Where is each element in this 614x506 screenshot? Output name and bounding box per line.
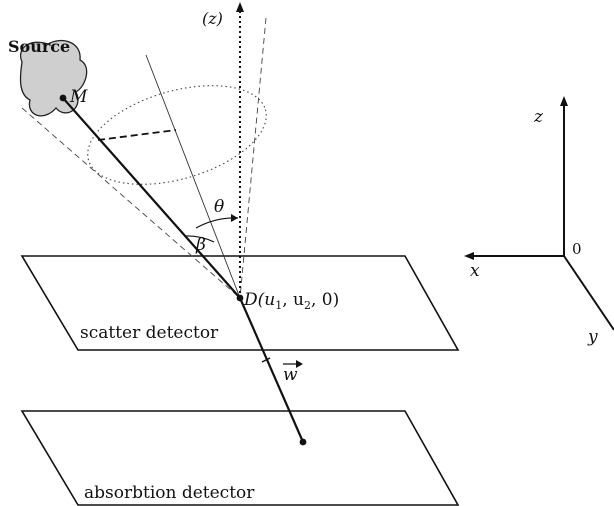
point-d xyxy=(236,294,244,302)
axis-x-label: x xyxy=(470,261,480,281)
point-m xyxy=(59,94,67,102)
source-label: Source xyxy=(8,37,70,56)
w-vector-arrowhead xyxy=(296,360,303,368)
axis-y-label: y xyxy=(587,327,598,347)
cone-radius-dashed xyxy=(97,129,177,141)
scatter-detector-label: scatter detector xyxy=(80,323,219,343)
absorption-detector-label: absorbtion detector xyxy=(84,483,255,503)
incident-ray xyxy=(62,97,241,299)
scattered-ray xyxy=(238,297,305,443)
theta-arrowhead xyxy=(231,214,238,222)
axis-z-label: z xyxy=(533,107,544,127)
beta-label: β xyxy=(195,235,206,255)
absorption-point xyxy=(299,438,307,446)
z-dotted-label: (z) xyxy=(202,9,223,28)
point-d-mid: , u xyxy=(282,290,304,310)
point-d-label-main: D(u xyxy=(243,290,275,310)
axis-x-arrowhead xyxy=(464,252,474,260)
absorption-detector-plane xyxy=(20,410,460,506)
theta-label: θ xyxy=(214,197,224,217)
point-d-end: , 0) xyxy=(311,290,339,310)
z-dotted-arrowhead xyxy=(236,2,244,12)
cone-axis-line xyxy=(145,54,241,299)
source-blob xyxy=(19,39,88,117)
point-d-sub1: 1 xyxy=(275,299,282,312)
beta-arc xyxy=(184,235,215,243)
cone-edge-right xyxy=(239,17,267,299)
axis-z-arrowhead xyxy=(560,96,568,106)
scatter-detector-plane xyxy=(20,255,460,351)
cone-edge-left xyxy=(21,107,241,299)
point-d-sub2: 2 xyxy=(304,299,311,312)
w-vector-label: w xyxy=(283,365,298,385)
point-d-label: D(u1, u2, 0) xyxy=(243,290,339,312)
w-direction-tick xyxy=(261,357,271,363)
point-m-label: M xyxy=(69,87,88,107)
axis-y-line xyxy=(563,255,614,331)
axis-origin-label: 0 xyxy=(572,240,582,258)
cone-ellipse xyxy=(87,85,267,185)
